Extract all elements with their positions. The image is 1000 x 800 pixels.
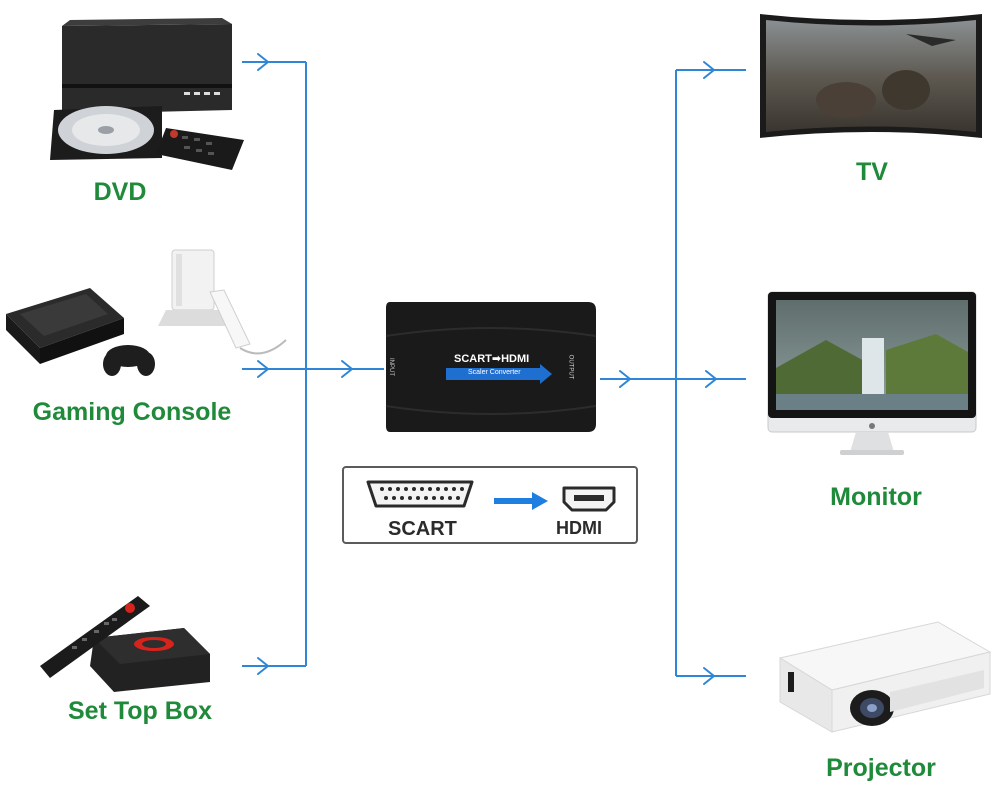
blue-arrow-head: [532, 492, 548, 510]
set-top-box-image: [40, 596, 210, 692]
output-label-monitor: Monitor: [830, 483, 922, 511]
output-label-tv: TV: [856, 158, 888, 186]
arrowhead-tv: [703, 61, 715, 79]
source-label-dvd: DVD: [93, 178, 147, 206]
connector-label-scart: SCART: [388, 518, 457, 540]
connector-label-hdmi: HDMI: [556, 518, 602, 538]
arrowhead-gaming-right: [341, 360, 353, 378]
adapter-subtitle: Scaler Converter: [468, 369, 521, 376]
arrowhead-monitor: [705, 370, 717, 388]
monitor-image: [767, 291, 977, 455]
source-label-settop: Set Top Box: [68, 697, 212, 725]
adapter-title: SCART➡HDMI: [454, 353, 530, 365]
tv-image: [760, 14, 982, 138]
arrowhead-gaming-left: [257, 360, 269, 378]
controller: [103, 345, 155, 376]
adapter-input-port: INPUT: [388, 358, 394, 376]
source-label-gaming: Gaming Console: [32, 398, 232, 426]
connector-icons: [366, 480, 616, 512]
adapter-output-port: OUTPUT: [567, 354, 574, 380]
arrowhead-settop: [257, 657, 269, 675]
arrowhead-projector: [703, 667, 715, 685]
projector-image: [778, 621, 992, 733]
arrowhead-dvd: [257, 53, 269, 71]
blue-arrow-shaft: [494, 498, 534, 504]
dvd-player-image: [50, 18, 244, 170]
scart-hdmi-adapter-image: [385, 302, 597, 432]
scart-port-icon: [366, 480, 474, 508]
gaming-console-image: [6, 249, 287, 376]
arrowhead-adapter-out: [619, 370, 631, 388]
output-label-projector: Projector: [826, 754, 936, 782]
